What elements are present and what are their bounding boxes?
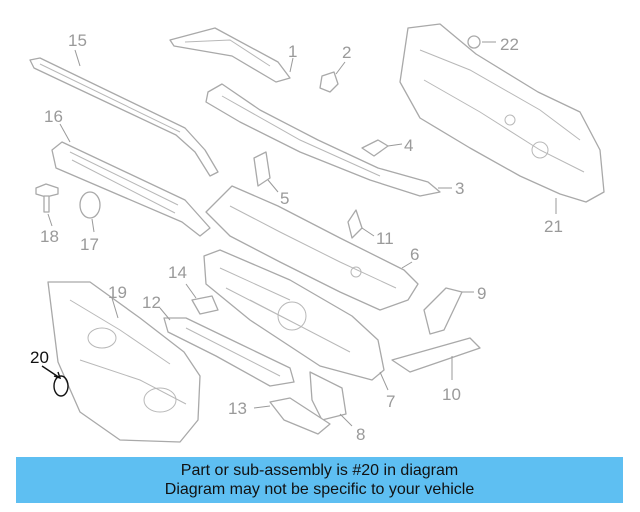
- callout-17: 17: [80, 235, 99, 254]
- callout-10: 10: [442, 385, 461, 404]
- callout-16: 16: [44, 107, 63, 126]
- callout-22: 22: [500, 35, 519, 54]
- parts-diagram: 1 2 3 4 5 6 7 8 9 10 11 12 13 14 15 16 1…: [29, 23, 605, 444]
- part-18-bolt: [35, 183, 59, 227]
- callout-19: 19: [108, 283, 127, 302]
- part-16-rail-bracket: [51, 123, 211, 237]
- part-11-bracket: [347, 209, 375, 239]
- callout-14: 14: [168, 263, 187, 282]
- callout-20: 20: [30, 348, 49, 367]
- part-5-reinforcement: [253, 151, 279, 193]
- part-8-reinforcement: [309, 371, 353, 427]
- part-10-brace: [391, 337, 481, 380]
- part-7-firewall-panel: [203, 249, 389, 391]
- callout-6: 6: [410, 245, 419, 264]
- part-22-clip: [467, 35, 496, 49]
- part-17-plug: [79, 191, 101, 233]
- banner-part-note: Part or sub-assembly is #20 in diagram: [180, 462, 459, 479]
- part-12-lower-panel: [159, 307, 295, 387]
- part-15-upper-rail: [29, 49, 219, 177]
- part-20-grommet: [41, 365, 69, 397]
- callout-9: 9: [477, 284, 486, 303]
- part-4-clip: [361, 139, 403, 157]
- part-14-clip: [185, 283, 219, 315]
- callout-2: 2: [342, 43, 351, 62]
- part-6-firewall-upper: [205, 185, 419, 311]
- callout-15: 15: [68, 31, 87, 50]
- part-2-bracket: [319, 61, 346, 93]
- callout-4: 4: [404, 136, 413, 155]
- part-3-cowl-top: [205, 83, 452, 197]
- callout-1: 1: [288, 42, 297, 61]
- part-1-cowl-panel: [169, 27, 294, 83]
- callout-11: 11: [376, 229, 394, 248]
- callout-21: 21: [544, 217, 563, 236]
- callout-5: 5: [280, 189, 289, 208]
- callout-18: 18: [40, 227, 59, 246]
- part-19-insulator: [47, 281, 201, 443]
- callout-7: 7: [386, 392, 395, 411]
- part-9-bracket: [423, 287, 474, 335]
- callout-8: 8: [356, 425, 365, 444]
- callout-13: 13: [228, 399, 247, 418]
- info-banner: Part or sub-assembly is #20 in diagram D…: [16, 457, 623, 503]
- callout-3: 3: [455, 179, 464, 198]
- banner-disclaimer: Diagram may not be specific to your vehi…: [164, 481, 475, 498]
- part-13-bracket: [253, 397, 331, 435]
- callout-12: 12: [142, 293, 161, 312]
- part-21-dash-assembly: [399, 23, 605, 214]
